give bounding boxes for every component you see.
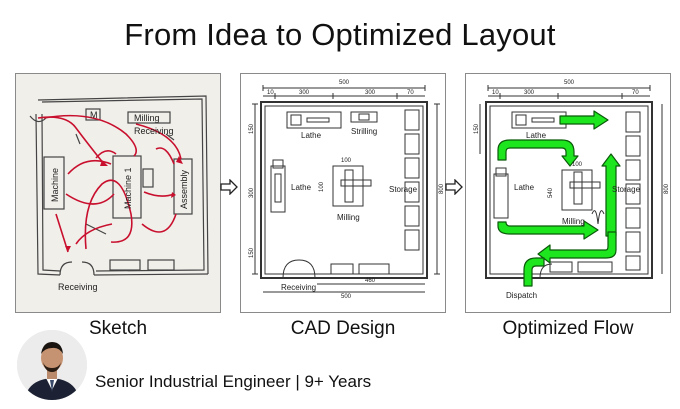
cad-drawing: 500 10 300 300 70 100 150 300 100 150 80… [249, 80, 445, 300]
opt-label-dispatch: Dispatch [506, 291, 537, 300]
sketch-label-assembly: Assembly [179, 169, 189, 209]
cad-label-lathe-top: Lathe [301, 131, 322, 140]
sketch-label-machine: Machine [50, 168, 60, 202]
cad-label-lathe: Lathe [291, 183, 312, 192]
cad-dim-460: 460 [365, 278, 376, 284]
avatar [17, 330, 87, 400]
cad-dim-800: 800 [439, 183, 445, 194]
cad-dim-500: 500 [339, 80, 350, 86]
cad-dim-150b: 150 [249, 247, 255, 258]
sketch-label-milling: Milling [134, 113, 160, 123]
caption-cad: CAD Design [290, 318, 396, 339]
optimized-panel: 500 10 300 70 150 100 540 800 Lathe Lath… [465, 73, 671, 313]
profile-photo-icon [17, 330, 87, 400]
opt-dim-70: 70 [632, 90, 639, 96]
sketch-flow-lines [37, 114, 182, 253]
opt-label-lathe: Lathe [514, 183, 535, 192]
opt-label-storage: Storage [612, 185, 641, 194]
cad-dim-300a: 300 [299, 90, 310, 96]
optimized-flow-arrows [497, 110, 621, 287]
next-step-arrow-icon [445, 179, 463, 195]
opt-label-milling: Milling [562, 217, 585, 226]
cad-label-receiving: Receiving [281, 283, 316, 292]
opt-dim-500: 500 [564, 80, 575, 86]
sketch-label-m: M [90, 110, 98, 120]
cad-dim-10: 10 [267, 90, 274, 96]
cad-dim-500b: 500 [341, 294, 352, 300]
page-title: From Idea to Optimized Layout [124, 17, 556, 52]
cad-label-storage: Storage [389, 185, 418, 194]
sketch-label-receiving-top: Receiving [134, 126, 174, 136]
cad-label-milling: Milling [337, 213, 360, 222]
footer-tagline: Senior Industrial Engineer | 9+ Years [95, 372, 372, 391]
opt-dim-540: 540 [548, 187, 554, 198]
sketch-panel: M Milling Receiving Machine Machine 1 As… [15, 73, 221, 313]
sketch-label-machine1: Machine 1 [123, 167, 133, 209]
optimized-drawing: 500 10 300 70 150 100 540 800 Lathe Lath… [474, 80, 670, 300]
opt-dim-300: 300 [524, 90, 535, 96]
caption-sketch: Sketch [88, 318, 148, 339]
cad-dim-100: 100 [341, 158, 352, 164]
cad-dim-150: 150 [249, 123, 255, 134]
opt-dim-800: 800 [664, 183, 670, 194]
sketch-label-receiving-bottom: Receiving [58, 282, 98, 292]
cad-panel: 500 10 300 300 70 100 150 300 100 150 80… [240, 73, 446, 313]
opt-dim-100: 100 [572, 162, 583, 168]
cad-dim-300b: 300 [365, 90, 376, 96]
cad-dim-70: 70 [407, 90, 414, 96]
sketch-drawing: M Milling Receiving Machine Machine 1 As… [29, 95, 209, 292]
opt-label-lathe-top: Lathe [526, 131, 547, 140]
next-step-arrow-icon [220, 179, 238, 195]
opt-dim-10: 10 [492, 90, 499, 96]
cad-label-strilling: Strilling [351, 127, 377, 136]
cad-dim-300v: 300 [249, 187, 255, 198]
cad-dim-100v: 100 [319, 181, 325, 192]
opt-dim-150: 150 [474, 123, 480, 134]
caption-optimized: Optimized Flow [502, 318, 634, 339]
